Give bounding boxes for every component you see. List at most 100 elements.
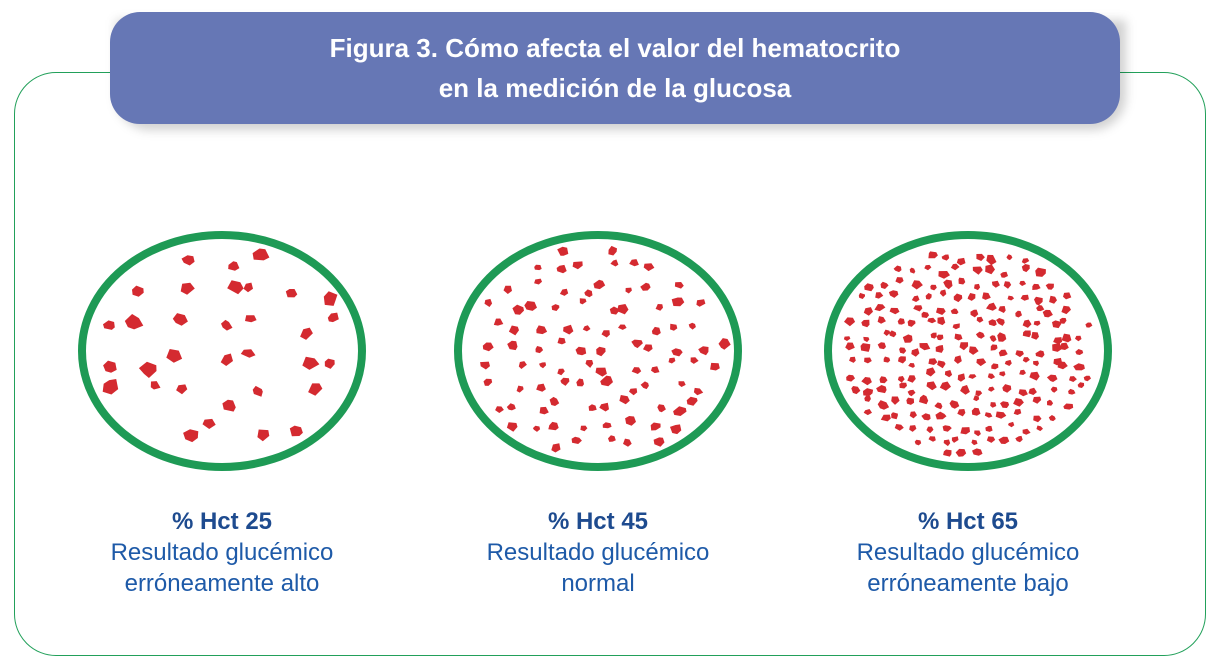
red-blood-cell: [536, 383, 546, 392]
red-blood-cell: [957, 409, 966, 417]
red-blood-cell: [571, 436, 582, 444]
red-blood-cell: [950, 263, 960, 271]
red-blood-cell: [696, 299, 706, 307]
red-blood-cell: [927, 317, 937, 324]
red-blood-cell: [1036, 425, 1043, 432]
red-blood-cell: [849, 356, 856, 363]
red-blood-cell: [1021, 258, 1030, 264]
red-blood-cell: [608, 245, 617, 256]
red-blood-cell: [982, 292, 991, 300]
red-blood-cell: [601, 330, 610, 338]
red-blood-cell: [899, 347, 907, 354]
red-blood-cell: [1083, 375, 1091, 382]
red-blood-cell: [1031, 332, 1039, 340]
red-blood-cell: [1059, 317, 1067, 324]
red-blood-cell: [1032, 283, 1041, 290]
red-blood-cell: [508, 325, 519, 336]
red-blood-cell: [532, 425, 541, 432]
red-blood-cell: [995, 411, 1007, 419]
red-blood-cell: [1000, 401, 1010, 408]
red-blood-cell: [1032, 396, 1042, 404]
red-blood-cell: [986, 436, 996, 443]
panel-hct-65: [818, 226, 1118, 476]
red-blood-cell: [524, 301, 537, 311]
red-blood-cell: [1020, 294, 1029, 301]
red-blood-cell: [1077, 382, 1085, 388]
red-blood-cell: [1053, 337, 1063, 345]
red-blood-cell: [673, 406, 687, 416]
red-blood-cell: [960, 427, 970, 435]
red-blood-cell: [944, 370, 953, 378]
red-blood-cell: [324, 358, 335, 369]
red-blood-cell: [631, 339, 643, 349]
red-blood-cell: [559, 288, 569, 296]
panel-hct-45: [448, 226, 748, 476]
red-blood-cell: [631, 367, 642, 374]
red-blood-cell: [891, 412, 898, 420]
red-blood-cell: [909, 425, 917, 432]
red-blood-cell: [1045, 283, 1054, 290]
red-blood-cell: [610, 259, 619, 267]
red-blood-cell: [888, 290, 899, 298]
red-blood-cell: [308, 383, 323, 396]
red-blood-cell: [894, 424, 904, 431]
red-blood-cell: [972, 266, 983, 275]
red-blood-cell: [936, 334, 944, 341]
red-blood-cell: [480, 361, 490, 370]
red-blood-cell: [1007, 295, 1015, 301]
red-blood-cell: [539, 406, 549, 415]
red-blood-cell: [1015, 350, 1024, 358]
red-blood-cell: [914, 439, 922, 446]
result-text-line-1: Resultado glucémico: [856, 539, 1080, 566]
red-blood-cell: [864, 283, 874, 292]
red-blood-cell: [640, 381, 649, 390]
red-blood-cell: [686, 396, 698, 406]
red-blood-cell: [243, 282, 253, 293]
red-blood-cell: [1033, 360, 1039, 367]
red-blood-cell: [883, 356, 891, 363]
red-blood-cell: [1022, 428, 1031, 435]
red-blood-cell: [971, 407, 981, 416]
red-blood-cell: [493, 318, 504, 326]
red-blood-cell: [1047, 399, 1054, 406]
red-blood-cell: [936, 307, 946, 315]
red-blood-cell: [718, 338, 731, 350]
red-blood-cell: [671, 348, 683, 357]
red-blood-cell: [1048, 415, 1056, 422]
red-blood-cell: [1059, 342, 1069, 350]
red-blood-cell: [968, 374, 977, 379]
red-blood-cell: [1063, 292, 1072, 300]
red-blood-cell: [889, 330, 897, 338]
red-blood-cell: [1004, 359, 1012, 366]
red-blood-cell: [503, 285, 512, 294]
red-blood-cell: [911, 280, 923, 290]
red-blood-cell: [989, 335, 997, 342]
red-blood-cell: [483, 378, 493, 386]
caption-hct-25: % Hct 25 Resultado glucémico erróneament…: [72, 506, 372, 599]
red-blood-cell: [919, 343, 931, 351]
red-blood-cell: [1021, 264, 1030, 273]
red-blood-cell: [879, 376, 888, 384]
red-blood-cell: [937, 360, 946, 369]
red-blood-cell: [1063, 403, 1074, 410]
red-blood-cell: [103, 360, 117, 373]
red-blood-cell: [954, 355, 962, 364]
red-blood-cell: [937, 316, 946, 326]
red-blood-cell: [976, 253, 985, 261]
red-blood-cell: [600, 375, 613, 387]
red-blood-cell: [240, 349, 256, 358]
red-blood-cell: [1029, 371, 1040, 381]
red-blood-cell: [300, 327, 313, 340]
red-blood-cell: [228, 261, 240, 271]
red-blood-cell: [974, 283, 981, 291]
red-blood-cell: [618, 324, 627, 330]
red-blood-cell: [585, 360, 594, 368]
red-blood-cell: [539, 362, 547, 369]
blood-sample-ellipse-hct-45: [454, 231, 742, 471]
red-blood-cell: [876, 385, 887, 394]
red-blood-cell: [969, 346, 979, 355]
red-blood-cell: [935, 345, 944, 353]
red-blood-cell: [690, 357, 699, 364]
red-blood-cell: [911, 295, 920, 302]
red-blood-cell: [222, 399, 236, 412]
